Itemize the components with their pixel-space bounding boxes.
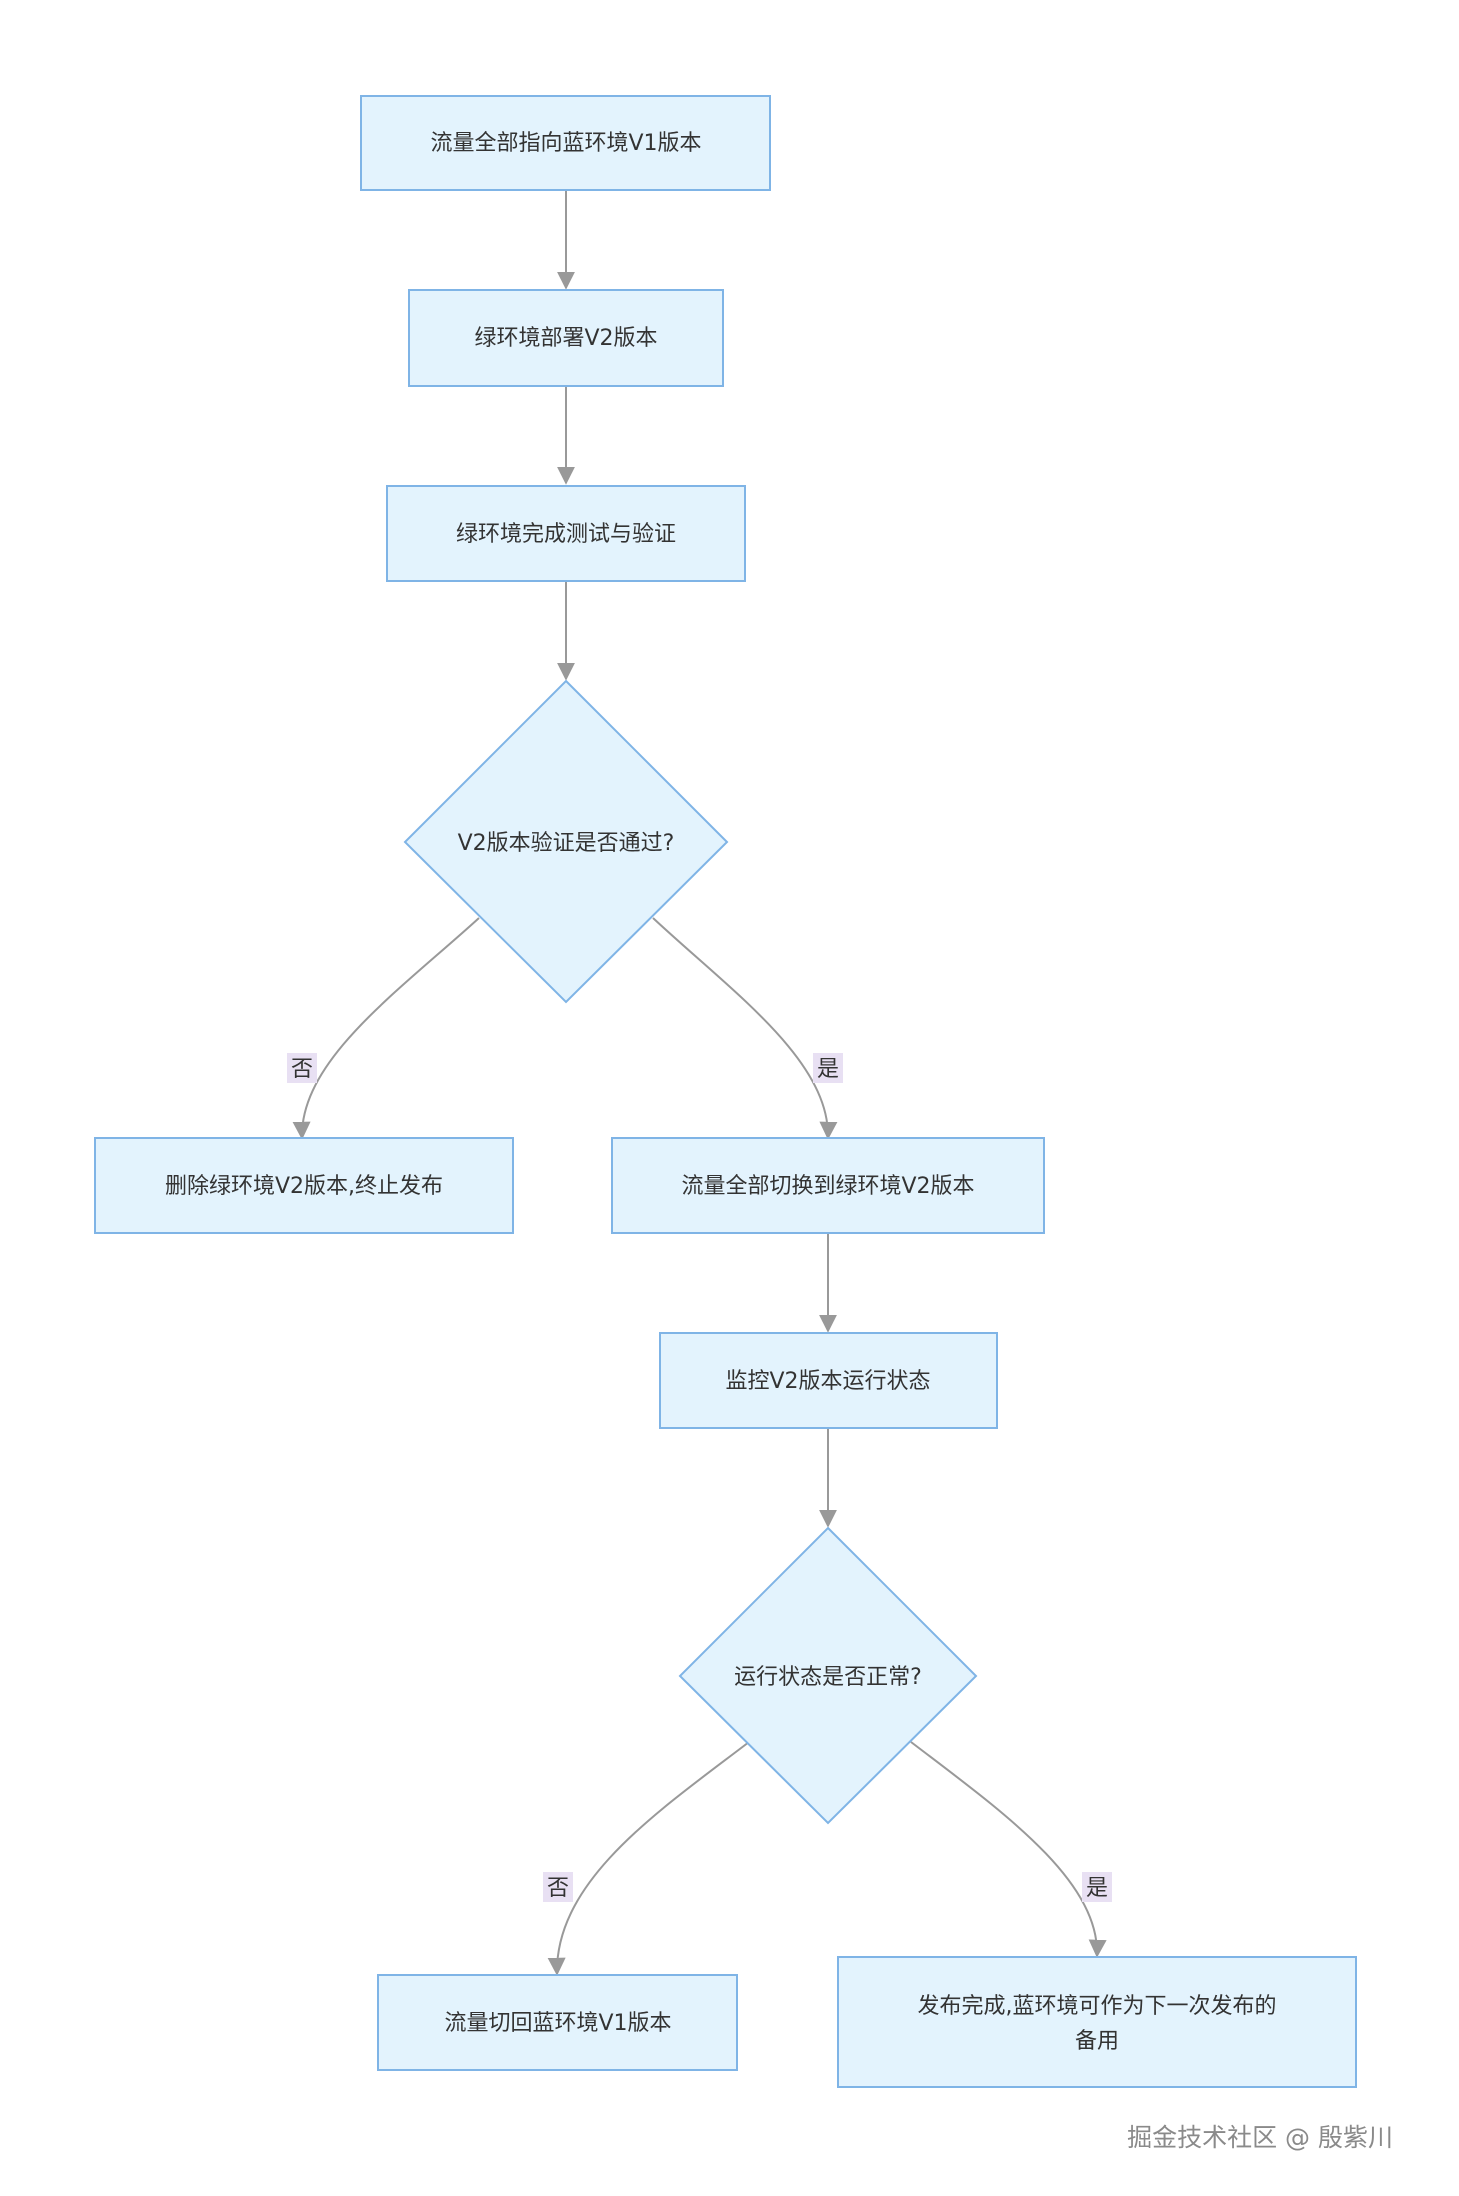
svg-text:否: 否 [291,1057,313,1082]
node-n5: 流量全部切换到绿环境V2版本 [611,1137,1045,1234]
node-n1: 流量全部指向蓝环境V1版本 [360,95,771,191]
edge-d2-n7 [547,1741,750,1976]
svg-text:流量全部指向蓝环境V1版本: 流量全部指向蓝环境V1版本 [430,131,701,156]
svg-text:V2版本验证是否通过?: V2版本验证是否通过? [458,831,675,856]
edge-label-d1-yes: 是 [813,1053,843,1083]
decision-d1: V2版本验证是否通过? [403,679,729,1004]
node-n7: 流量切回蓝环境V1版本 [377,1974,738,2071]
edge-d1-n5 [652,917,838,1140]
svg-text:流量切回蓝环境V1版本: 流量切回蓝环境V1版本 [444,2011,671,2036]
node-n4: 删除绿环境V2版本,终止发布 [94,1137,514,1234]
svg-text:绿环境部署V2版本: 绿环境部署V2版本 [474,326,657,351]
node-n8: 发布完成,蓝环境可作为下一次发布的 备用 [837,1956,1357,2088]
edges [292,190,1107,1976]
edge-label-d1-no: 否 [287,1053,317,1083]
edge-d1-n4 [292,917,480,1140]
svg-text:是: 是 [1086,1876,1108,1901]
svg-text:发布完成,蓝环境可作为下一次发布的: 发布完成,蓝环境可作为下一次发布的 [918,1994,1277,2019]
svg-text:运行状态是否正常?: 运行状态是否正常? [734,1665,922,1690]
nodes: 流量全部指向蓝环境V1版本 绿环境部署V2版本 绿环境完成测试与验证 V2版本验… [94,95,1357,2088]
svg-text:监控V2版本运行状态: 监控V2版本运行状态 [725,1369,930,1394]
svg-text:否: 否 [547,1876,569,1901]
decision-d2: 运行状态是否正常? [678,1526,978,1825]
node-n6: 监控V2版本运行状态 [659,1332,998,1429]
svg-text:备用: 备用 [1075,2029,1119,2054]
node-n3: 绿环境完成测试与验证 [386,485,746,582]
edge-label-d2-yes: 是 [1082,1872,1112,1902]
edge-label-d2-no: 否 [543,1872,573,1902]
svg-text:删除绿环境V2版本,终止发布: 删除绿环境V2版本,终止发布 [165,1174,443,1199]
svg-text:流量全部切换到绿环境V2版本: 流量全部切换到绿环境V2版本 [681,1174,974,1199]
svg-text:是: 是 [817,1057,839,1082]
edge-d2-n8 [910,1741,1107,1958]
svg-text:绿环境完成测试与验证: 绿环境完成测试与验证 [456,522,676,547]
node-n2: 绿环境部署V2版本 [408,289,724,387]
watermark: 掘金技术社区 @ 殷紫川 [1127,2123,1393,2152]
